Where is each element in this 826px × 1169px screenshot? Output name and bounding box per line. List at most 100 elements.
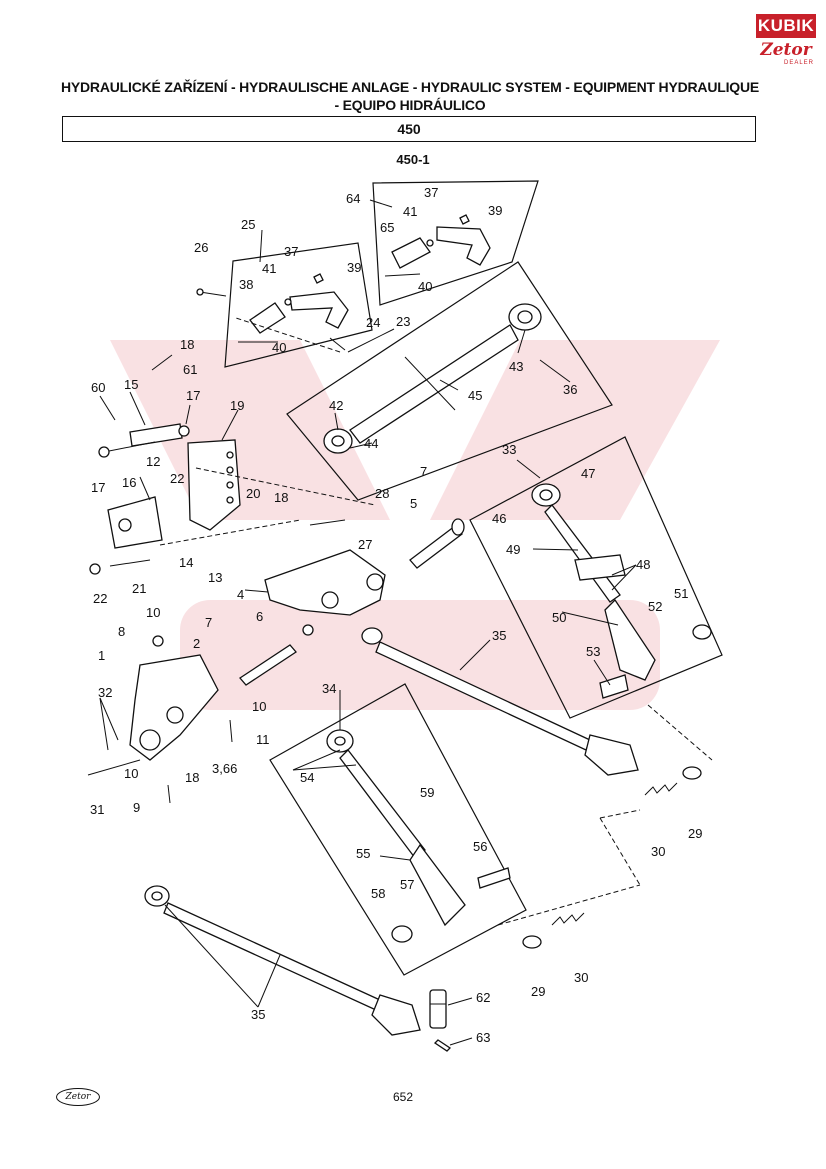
section-number: 450 — [397, 121, 421, 137]
callout-10: 10 — [124, 766, 138, 781]
box-64 — [372, 180, 539, 306]
callout-65: 65 — [380, 220, 394, 235]
callout-41: 41 — [403, 204, 417, 219]
lower-link-35-left — [144, 885, 421, 1036]
callout-12: 12 — [146, 454, 160, 469]
callout-55: 55 — [356, 846, 370, 861]
stabilizer-33 — [531, 483, 712, 699]
callout-47: 47 — [581, 466, 595, 481]
callout-10: 10 — [146, 605, 160, 620]
callout-43: 43 — [509, 359, 523, 374]
kubik-zetor-logo: KUBIK Zetor DEALER — [756, 14, 816, 72]
callout-5: 5 — [410, 496, 417, 511]
hitch-bracket-1 — [87, 635, 233, 804]
subsection-number: 450-1 — [396, 152, 430, 167]
stabilizer-34 — [326, 729, 511, 943]
callout-21: 21 — [132, 581, 146, 596]
top-link-36 — [323, 303, 542, 454]
logo-tag: DEALER — [784, 60, 815, 66]
callout-31: 31 — [90, 802, 104, 817]
callout-46: 46 — [492, 511, 506, 526]
callout-3-66: 3,66 — [212, 761, 237, 776]
callout-22: 22 — [93, 591, 107, 606]
callout-59: 59 — [420, 785, 434, 800]
callout-39: 39 — [347, 260, 361, 275]
callout-36: 36 — [563, 382, 577, 397]
callout-32: 32 — [98, 685, 112, 700]
callout-16: 16 — [122, 475, 136, 490]
callout-50: 50 — [552, 610, 566, 625]
callout-38: 38 — [239, 277, 253, 292]
callout-leaders — [99, 199, 637, 1046]
callout-6: 6 — [256, 609, 263, 624]
callout-60: 60 — [91, 380, 105, 395]
springs-rings — [522, 766, 702, 949]
callout-26: 26 — [194, 240, 208, 255]
callout-24: 24 — [366, 315, 380, 330]
callout-17: 17 — [91, 480, 105, 495]
callout-1: 1 — [98, 648, 105, 663]
callout-25: 25 — [241, 217, 255, 232]
callout-13: 13 — [208, 570, 222, 585]
footer-zetor-logo: Zetor — [56, 1088, 100, 1106]
assembly-lines — [159, 317, 713, 926]
callout-29: 29 — [688, 826, 702, 841]
callout-18: 18 — [274, 490, 288, 505]
callout-15: 15 — [124, 377, 138, 392]
callout-62: 62 — [476, 990, 490, 1005]
callout-63: 63 — [476, 1030, 490, 1045]
callout-34: 34 — [322, 681, 336, 696]
callout-10: 10 — [252, 699, 266, 714]
callout-labels: 64 37 41 39 65 40 25 26 37 41 39 38 40 2… — [90, 185, 702, 1045]
callout-37: 37 — [424, 185, 438, 200]
callout-19: 19 — [230, 398, 244, 413]
callout-18: 18 — [185, 770, 199, 785]
callout-37: 37 — [284, 244, 298, 259]
logo-brand: KUBIK — [756, 14, 816, 38]
callout-61: 61 — [183, 362, 197, 377]
callout-2: 2 — [193, 636, 200, 651]
callout-44: 44 — [364, 436, 378, 451]
box-36 — [286, 261, 613, 501]
pin-62-clip-63 — [429, 989, 452, 1052]
box-25 — [224, 242, 373, 368]
callout-35: 35 — [492, 628, 506, 643]
callout-4: 4 — [237, 587, 244, 602]
hitch-brackets — [89, 423, 241, 575]
callout-42: 42 — [329, 398, 343, 413]
callout-57: 57 — [400, 877, 414, 892]
callout-51: 51 — [674, 586, 688, 601]
box-33 — [469, 436, 723, 719]
callout-18: 18 — [180, 337, 194, 352]
callout-53: 53 — [586, 644, 600, 659]
callout-9: 9 — [133, 800, 140, 815]
logo-sub: Zetor — [760, 40, 812, 60]
bracket-assembly-25 — [196, 273, 349, 343]
callout-17: 17 — [186, 388, 200, 403]
callout-39: 39 — [488, 203, 502, 218]
callout-14: 14 — [179, 555, 193, 570]
callout-11: 11 — [256, 732, 270, 747]
lower-link-35-right — [361, 627, 639, 776]
box-34 — [269, 683, 527, 976]
callout-48: 48 — [636, 557, 650, 572]
callout-41: 41 — [262, 261, 276, 276]
center-bracket-assembly — [239, 518, 465, 686]
callout-20: 20 — [246, 486, 260, 501]
callout-30: 30 — [574, 970, 588, 985]
dealer-watermark — [110, 340, 720, 710]
callout-40: 40 — [418, 279, 432, 294]
callout-8: 8 — [118, 624, 125, 639]
callout-29: 29 — [531, 984, 545, 999]
page-title: HYDRAULICKÉ ZAŘÍZENÍ - HYDRAULISCHE ANLA… — [60, 79, 760, 113]
bracket-assembly-64 — [384, 214, 491, 277]
callout-45: 45 — [468, 388, 482, 403]
callout-22: 22 — [170, 471, 184, 486]
callout-54: 54 — [300, 770, 314, 785]
section-number-box: 450 — [62, 116, 756, 142]
page-number: 652 — [392, 1090, 414, 1104]
callout-35: 35 — [251, 1007, 265, 1022]
callout-30: 30 — [651, 844, 665, 859]
callout-64: 64 — [346, 191, 360, 206]
callout-7: 7 — [420, 464, 427, 479]
